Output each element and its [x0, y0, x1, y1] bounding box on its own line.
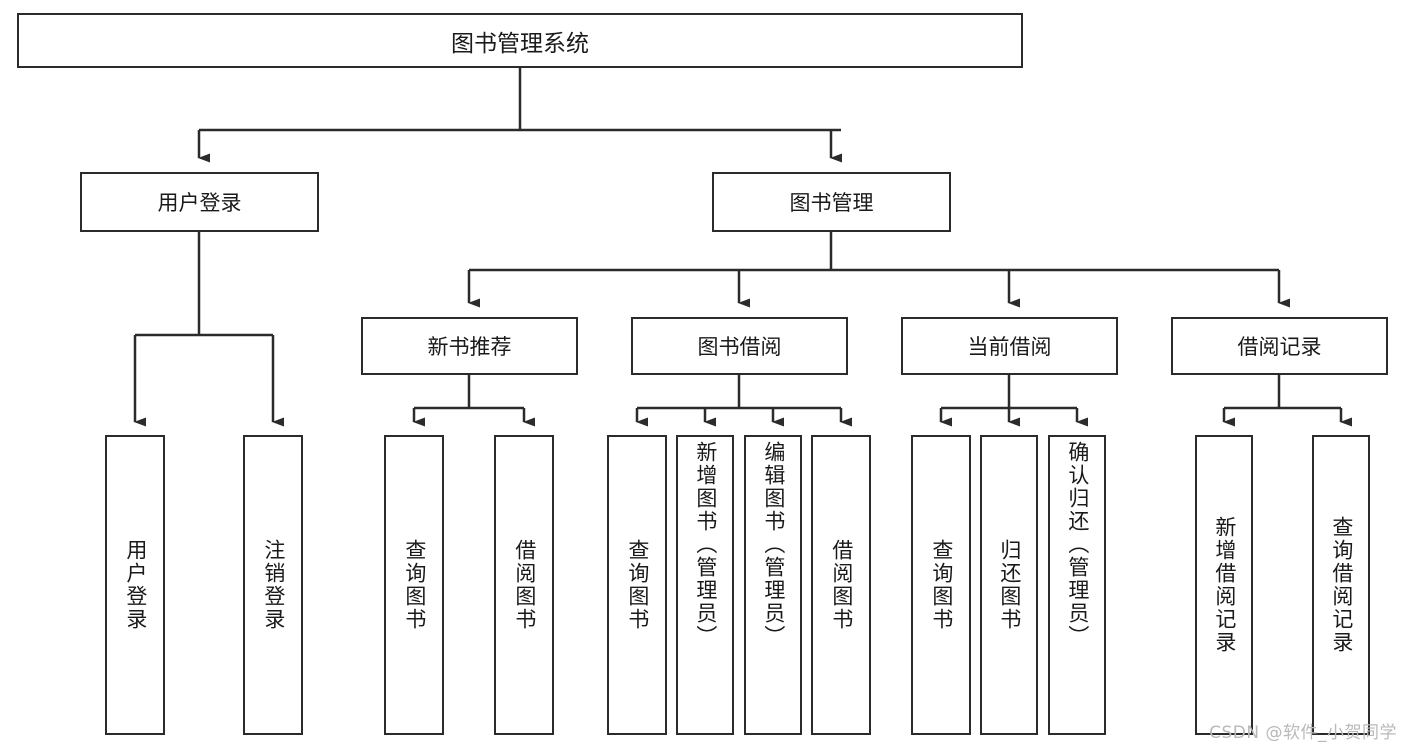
leaf-book-borrow-edit-admin[interactable]: 编辑图书（管理员） — [744, 435, 802, 735]
node-label: 用户登录 — [157, 191, 242, 215]
leaf-label: 查询图书 — [402, 539, 427, 631]
leaf-current-borrow-confirm-admin[interactable]: 确认归还（管理员） — [1048, 435, 1106, 735]
node-label: 新书推荐 — [427, 335, 512, 359]
leaf-user-login-login[interactable]: 用户登录 — [105, 435, 165, 735]
node-label: 图书管理系统 — [451, 30, 589, 57]
node-book-borrow[interactable]: 图书借阅 — [631, 317, 848, 375]
node-label: 借阅记录 — [1237, 335, 1322, 359]
leaf-label: 查询图书 — [929, 539, 954, 631]
leaf-label: 查询借阅记录 — [1329, 516, 1354, 654]
node-current-borrow[interactable]: 当前借阅 — [901, 317, 1118, 375]
leaf-label: 新增图书（管理员） — [693, 441, 718, 648]
node-book-management[interactable]: 图书管理 — [712, 172, 951, 232]
leaf-label: 归还图书 — [997, 539, 1022, 631]
leaf-book-borrow-borrow[interactable]: 借阅图书 — [811, 435, 871, 735]
leaf-label: 查询图书 — [625, 539, 650, 631]
leaf-current-borrow-query[interactable]: 查询图书 — [911, 435, 971, 735]
leaf-book-borrow-query[interactable]: 查询图书 — [607, 435, 667, 735]
node-user-login[interactable]: 用户登录 — [80, 172, 319, 232]
leaf-label: 注销登录 — [261, 539, 286, 631]
leaf-borrow-record-query[interactable]: 查询借阅记录 — [1312, 435, 1370, 735]
leaf-book-borrow-add-admin[interactable]: 新增图书（管理员） — [676, 435, 734, 735]
leaf-current-borrow-return[interactable]: 归还图书 — [980, 435, 1038, 735]
leaf-new-book-query[interactable]: 查询图书 — [384, 435, 444, 735]
leaf-label: 借阅图书 — [512, 539, 537, 631]
node-new-book-recommend[interactable]: 新书推荐 — [361, 317, 578, 375]
leaf-new-book-borrow[interactable]: 借阅图书 — [494, 435, 554, 735]
leaf-user-login-logout[interactable]: 注销登录 — [243, 435, 303, 735]
leaf-label: 新增借阅记录 — [1212, 516, 1237, 654]
node-borrow-record[interactable]: 借阅记录 — [1171, 317, 1388, 375]
leaf-label: 编辑图书（管理员） — [761, 441, 786, 648]
leaf-label: 确认归还（管理员） — [1065, 441, 1090, 648]
leaf-borrow-record-add[interactable]: 新增借阅记录 — [1195, 435, 1253, 735]
leaf-label: 借阅图书 — [829, 539, 854, 631]
node-root-book-management-system[interactable]: 图书管理系统 — [17, 13, 1023, 68]
node-label: 当前借阅 — [967, 335, 1052, 359]
node-label: 图书借阅 — [697, 335, 782, 359]
node-label: 图书管理 — [789, 191, 874, 215]
leaf-label: 用户登录 — [123, 539, 148, 631]
